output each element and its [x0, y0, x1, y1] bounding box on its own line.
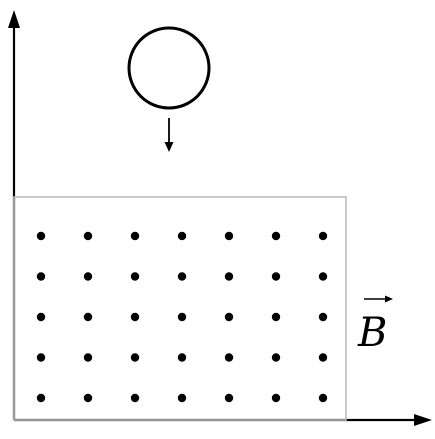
field-dot: [224, 272, 234, 281]
field-dot: [130, 353, 140, 362]
field-dot: [130, 272, 140, 281]
field-symbol: B: [357, 310, 387, 356]
magnetic-field-region: [13, 196, 347, 421]
field-dot: [83, 393, 93, 403]
y-axis-arrowhead: [8, 10, 20, 28]
field-dot: [318, 312, 328, 322]
velocity-arrowhead: [164, 142, 174, 152]
field-dot: [318, 272, 328, 281]
conducting-loop: [127, 26, 211, 110]
field-dot: [83, 231, 93, 241]
field-dot: [83, 312, 93, 322]
field-dot: [83, 272, 93, 281]
field-dot: [130, 312, 140, 322]
field-dot: [271, 272, 281, 281]
field-dot: [318, 231, 328, 241]
field-dot: [36, 312, 46, 322]
field-dot-grid: [36, 231, 328, 403]
field-dot: [36, 393, 46, 403]
vector-bar-arrowhead: [385, 295, 393, 303]
field-dot: [224, 312, 234, 322]
field-dot: [271, 231, 281, 241]
field-dot: [83, 353, 93, 362]
field-dot: [177, 231, 187, 241]
field-dot: [36, 272, 46, 281]
field-dot: [177, 312, 187, 322]
field-dot: [271, 312, 281, 322]
field-dot: [318, 353, 328, 362]
field-dot: [224, 393, 234, 403]
x-axis-arrowhead: [414, 414, 432, 426]
field-dot: [130, 231, 140, 241]
velocity-arrow: [164, 118, 174, 152]
field-dot: [177, 393, 187, 403]
field-dot: [271, 393, 281, 403]
field-dot: [36, 231, 46, 241]
field-dot: [318, 393, 328, 403]
field-dot: [224, 353, 234, 362]
field-dot: [36, 353, 46, 362]
field-dot: [177, 272, 187, 281]
field-dot: [177, 353, 187, 362]
field-dot: [271, 353, 281, 362]
field-dot: [224, 231, 234, 241]
field-dot: [130, 393, 140, 403]
field-label: B: [357, 295, 393, 356]
